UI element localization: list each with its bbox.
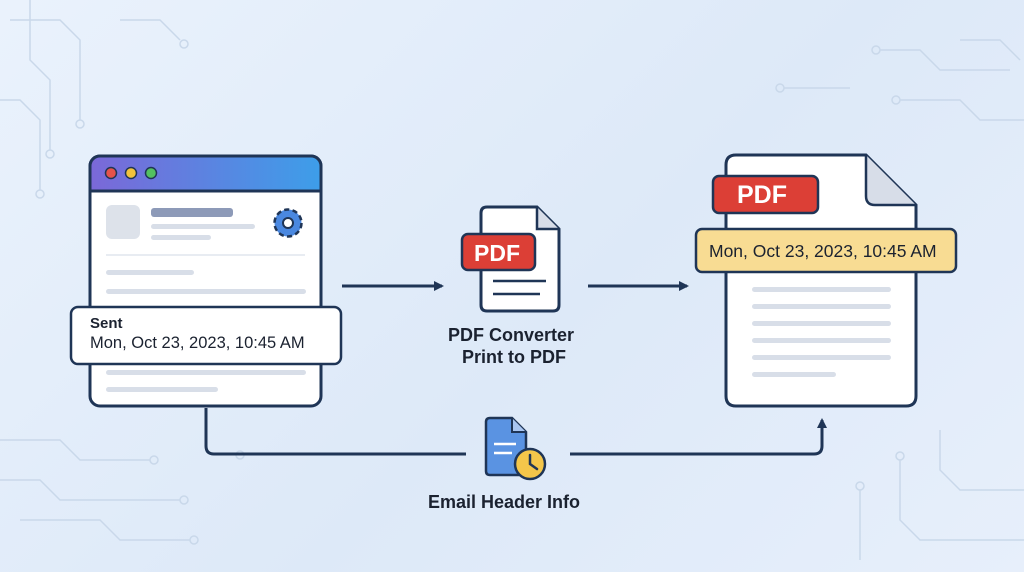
circuit-decoration xyxy=(0,0,1024,560)
pdf-badge-output xyxy=(711,174,820,215)
converter-document-icon xyxy=(460,205,561,313)
converter-title: PDF Converter xyxy=(448,325,575,345)
output-date-value: Mon, Oct 23, 2023, 10:45 AM xyxy=(709,241,937,261)
date-highlight-card xyxy=(694,227,958,274)
arrow-header-to-pdf xyxy=(570,418,827,456)
pdf-badge-converter xyxy=(460,232,537,272)
avatar-placeholder xyxy=(106,205,140,239)
gear-icon xyxy=(273,208,303,238)
document-clock-icon xyxy=(484,416,547,481)
subject-placeholder-bar xyxy=(151,208,233,217)
sent-info-card xyxy=(69,305,343,366)
arrow-header-left-segment xyxy=(204,408,466,456)
pdf-badge-converter-label: PDF xyxy=(474,240,520,266)
pdf-badge-output-label: PDF xyxy=(737,181,787,209)
email-window xyxy=(69,154,343,408)
header-info-caption: Email Header Info xyxy=(428,492,581,512)
converter-subtitle: Print to PDF xyxy=(462,347,566,367)
output-pdf-document xyxy=(694,153,958,408)
window-dots-icon xyxy=(104,166,158,180)
sent-label: Sent xyxy=(90,315,123,332)
sent-date-value: Mon, Oct 23, 2023, 10:45 AM xyxy=(90,334,305,352)
